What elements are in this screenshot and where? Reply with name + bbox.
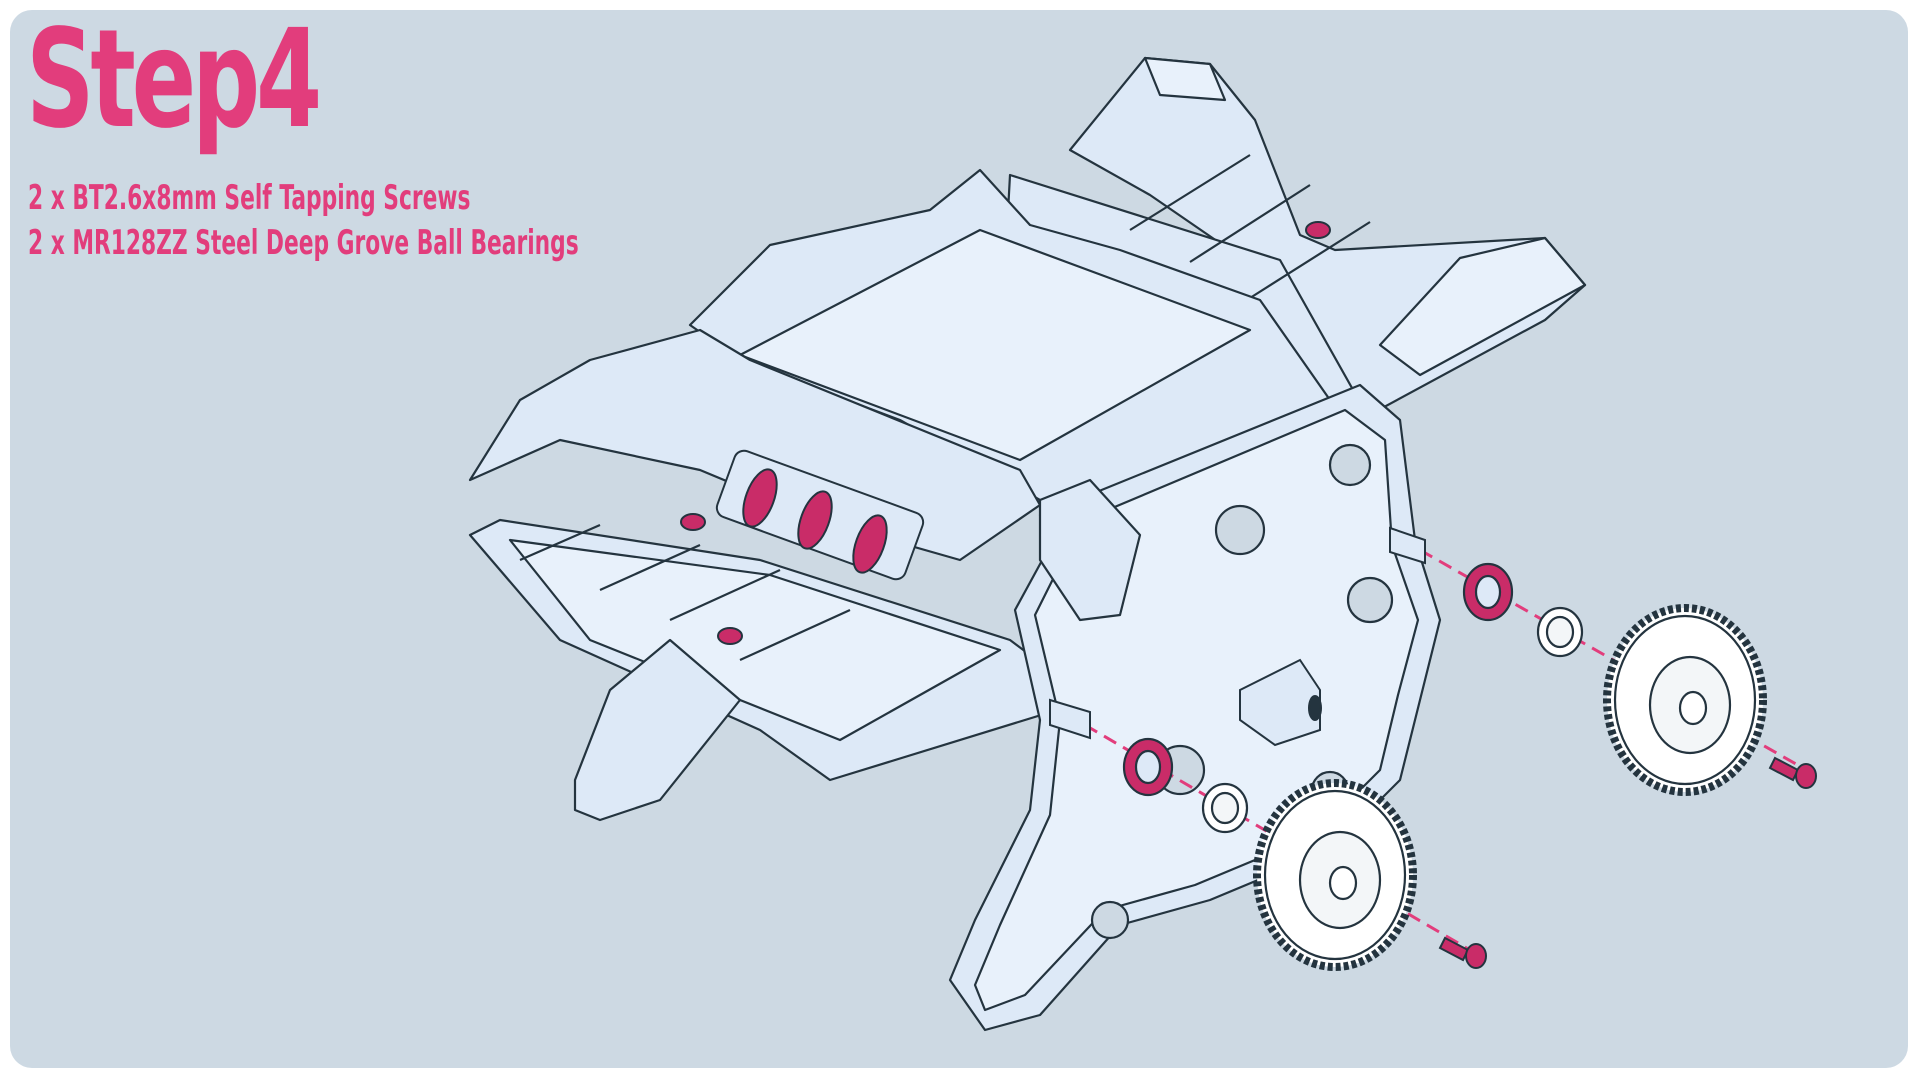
frame-body — [468, 56, 1587, 822]
screw-hole — [680, 221, 1331, 645]
side-plate — [948, 383, 1442, 1032]
gear — [1253, 604, 1767, 971]
parts-list: 2 x BT2.6x8mm Self Tapping Screws 2 x MR… — [28, 176, 888, 266]
part-line-screws: 2 x BT2.6x8mm Self Tapping Screws — [28, 178, 471, 218]
roller — [715, 449, 925, 581]
step-title: Step4 — [26, 1, 322, 159]
screw — [1438, 756, 1817, 969]
shaft — [1049, 526, 1426, 740]
spacer — [1201, 606, 1584, 834]
bearing — [1122, 562, 1514, 797]
motor-boss — [1239, 658, 1322, 747]
part-line-bearings: 2 x MR128ZZ Steel Deep Grove Ball Bearin… — [28, 223, 579, 263]
